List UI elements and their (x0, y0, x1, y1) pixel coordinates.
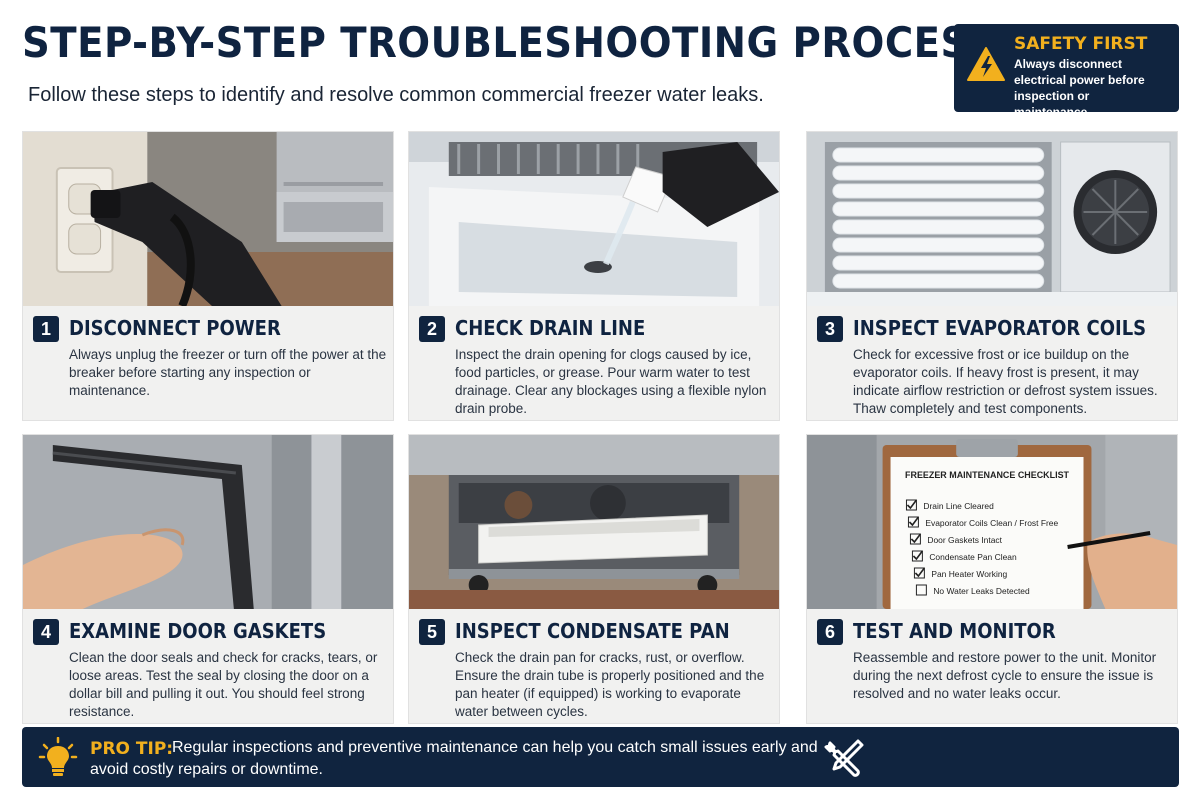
photo-door-gaskets (23, 435, 393, 609)
safety-callout: SAFETY FIRST Always disconnect electrica… (954, 24, 1179, 119)
safety-title: SAFETY FIRST (1014, 34, 1148, 54)
checklist-item: Evaporator Coils Clean / Frost Free (925, 518, 1058, 528)
step-text: Check for excessive frost or ice buildup… (853, 347, 1158, 416)
step-title: EXAMINE DOOR GASKETS (69, 619, 327, 643)
step-text: Clean the door seals and check for crack… (69, 650, 378, 719)
step-text: Inspect the drain opening for clogs caus… (455, 347, 767, 416)
step-text: Check the drain pan for cracks, rust, or… (455, 650, 765, 719)
pro-tip-banner: PRO TIP: Regular inspections and prevent… (22, 727, 1179, 787)
step-number: 1 (33, 316, 59, 342)
step-text: Reassemble and restore power to the unit… (853, 650, 1157, 701)
step-number: 4 (33, 619, 59, 645)
step-title: INSPECT CONDENSATE PAN (455, 619, 730, 643)
step-card-2: 2 CHECK DRAIN LINE Inspect the drain ope… (408, 131, 780, 421)
step-number: 3 (817, 316, 843, 342)
step-card-3: 3 INSPECT EVAPORATOR COILS Check for exc… (806, 131, 1178, 421)
safety-text: Always disconnect electrical power befor… (1014, 57, 1145, 119)
step-card-5: 5 INSPECT CONDENSATE PAN Check the drain… (408, 434, 780, 724)
wrench-screwdriver-icon (824, 739, 864, 777)
page-subtitle: Follow these steps to identify and resol… (28, 84, 764, 106)
step-card-6: FREEZER MAINTENANCE CHECKLIST Drain Line… (806, 434, 1178, 724)
step-title: CHECK DRAIN LINE (455, 316, 646, 340)
step-card-4: 4 EXAMINE DOOR GASKETS Clean the door se… (22, 434, 394, 724)
photo-evaporator-coils (807, 132, 1177, 306)
photo-drain-line (409, 132, 779, 306)
photo-condensate-pan (409, 435, 779, 609)
pro-tip-label: PRO TIP: (90, 739, 174, 759)
checklist-item: Condensate Pan Clean (929, 552, 1017, 562)
step-text: Always unplug the freezer or turn off th… (69, 347, 387, 398)
step-title: DISCONNECT POWER (69, 316, 281, 340)
warning-triangle-icon (967, 47, 1005, 81)
checklist-item: Pan Heater Working (931, 569, 1007, 579)
step-number: 5 (419, 619, 445, 645)
page-title: STEP-BY-STEP TROUBLESHOOTING PROCESS (22, 18, 996, 67)
step-card-1: 1 DISCONNECT POWER Always unplug the fre… (22, 131, 394, 421)
checklist-item: No Water Leaks Detected (933, 586, 1030, 596)
pro-tip-text: Regular inspections and preventive maint… (90, 739, 818, 778)
step-title: TEST AND MONITOR (853, 619, 1056, 643)
photo-checklist: FREEZER MAINTENANCE CHECKLIST Drain Line… (807, 435, 1177, 609)
step-number: 6 (817, 619, 843, 645)
lightbulb-icon (38, 737, 78, 776)
photo-power-outlet (23, 132, 393, 306)
step-title: INSPECT EVAPORATOR COILS (853, 316, 1147, 340)
checklist-item: Door Gaskets Intact (927, 535, 1002, 545)
checklist-item: Drain Line Cleared (923, 501, 994, 511)
checklist-title: FREEZER MAINTENANCE CHECKLIST (905, 470, 1070, 480)
step-number: 2 (419, 316, 445, 342)
